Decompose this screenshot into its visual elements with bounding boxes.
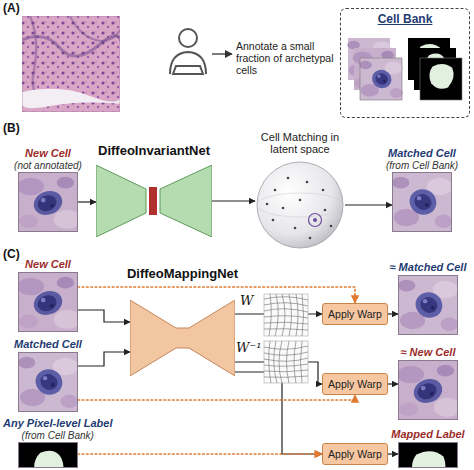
sphere-graphic (255, 160, 345, 250)
label-slot: W⁻¹ (236, 341, 261, 356)
heading-group: DiffeoInvariantNet (98, 144, 210, 159)
dotted-connector (78, 453, 322, 455)
heading-group: New Cell(not annotated) (14, 147, 82, 171)
panel-letter: (C) (3, 248, 20, 262)
heading-group: ≈ Matched Cell (390, 261, 467, 274)
dotted-connector (78, 395, 355, 400)
net-graphic (96, 165, 212, 237)
cell-image: Matched Cell (18, 352, 78, 412)
node-title: New Cell (25, 258, 71, 271)
cell-image: ≈ New Cell (398, 360, 458, 420)
heading-group: Any Pixel-level Label(from Cell Bank) (3, 417, 112, 441)
panel-letter: (B) (3, 122, 20, 136)
node-subtitle: (not annotated) (14, 160, 82, 172)
annotator-icon (170, 29, 206, 74)
dotted-connector (78, 287, 355, 303)
heading-group: Matched Cell (14, 338, 82, 351)
node-title: New Cell (14, 147, 82, 160)
annotation-note: Annotate a small fraction of archetypal … (236, 40, 336, 76)
img-picture (19, 353, 77, 411)
network-block: DiffeoMappingNet (130, 300, 235, 376)
img-graphic (399, 361, 457, 419)
cell-image: Mapped Label (398, 442, 458, 468)
histology-image (22, 16, 120, 112)
label-slot: W (240, 294, 253, 309)
warp-grid (264, 294, 308, 336)
label-slot: (C) (3, 248, 20, 262)
warp-box: Apply Warp (322, 373, 388, 395)
warp-box: Apply Warp (322, 443, 388, 465)
annotate-arrow (212, 53, 232, 54)
cell-bank-box: Cell Bank (340, 8, 470, 118)
node-title: Cell Bank (341, 13, 469, 27)
heading-group: DiffeoMappingNet (127, 267, 238, 282)
label-slot: (A) (3, 2, 20, 16)
node-title: ≈ New Cell (401, 346, 456, 359)
node-title: DiffeoInvariantNet (98, 144, 210, 159)
node-subtitle: (from Cell Bank) (3, 430, 112, 442)
network-block: DiffeoInvariantNet (96, 165, 212, 237)
node-title: Mapped Label (391, 428, 464, 441)
node-subtitle: (from Cell Bank) (386, 160, 458, 172)
connector (345, 204, 392, 205)
connector (212, 200, 255, 201)
img-graphic (19, 273, 77, 331)
net-picture (130, 300, 235, 376)
img-graphic (399, 443, 457, 467)
net-graphic (130, 300, 235, 376)
img-graphic (19, 173, 77, 231)
label-slot: (B) (3, 122, 20, 136)
img-picture (399, 361, 457, 419)
img-picture (19, 273, 77, 331)
sphere-picture (257, 162, 343, 248)
net-picture (96, 165, 212, 237)
connector (388, 453, 398, 454)
img-picture (399, 276, 457, 334)
node-title: Apply Warp (328, 308, 382, 320)
heading-group: Matched Cell(from Cell Bank) (386, 147, 458, 171)
inverse-warp-grid (264, 341, 308, 383)
label-slot: Annotate a small fraction of archetypal … (236, 40, 336, 76)
heading-group: Cell Matching in latent space (250, 131, 350, 156)
img-graphic (19, 353, 77, 411)
node-title: DiffeoMappingNet (127, 267, 238, 282)
heading-group: Mapped Label (391, 428, 464, 441)
cell-image: ≈ Matched Cell (398, 275, 458, 335)
cell-bank-thumbnails (347, 38, 462, 100)
connector (78, 352, 130, 366)
inverse-warp-symbol: W⁻¹ (236, 341, 261, 356)
img-picture (393, 173, 451, 231)
connector (78, 201, 96, 202)
img-graphic (393, 173, 451, 231)
img-picture (19, 173, 77, 231)
connector (78, 310, 130, 322)
connector (235, 372, 322, 454)
node-title: Apply Warp (328, 378, 382, 390)
node-title: Cell Matching in latent space (250, 131, 350, 156)
latent-sphere: Cell Matching in latent space (255, 160, 345, 250)
cell-image: Any Pixel-level Label(from Cell Bank) (18, 442, 78, 468)
cell-image: Matched Cell(from Cell Bank) (392, 172, 452, 232)
node-title: Apply Warp (328, 448, 382, 460)
panel-letter: (A) (3, 2, 20, 16)
cell-image: New Cell(not annotated) (18, 172, 78, 232)
img-graphic (399, 276, 457, 334)
connector (388, 383, 398, 384)
heading-group: ≈ New Cell (401, 346, 456, 359)
node-title: Matched Cell (14, 338, 82, 351)
img-picture (399, 443, 457, 467)
heading-group: New Cell (25, 258, 71, 271)
img-picture (19, 443, 77, 467)
warp-symbol: W (240, 294, 253, 309)
node-title: Matched Cell (386, 147, 458, 160)
img-graphic (19, 443, 77, 467)
node-title: ≈ Matched Cell (390, 261, 467, 274)
node-title: Any Pixel-level Label (3, 417, 112, 430)
warp-box: Apply Warp (322, 303, 388, 325)
connector (388, 313, 398, 314)
cell-image: New Cell (18, 272, 78, 332)
